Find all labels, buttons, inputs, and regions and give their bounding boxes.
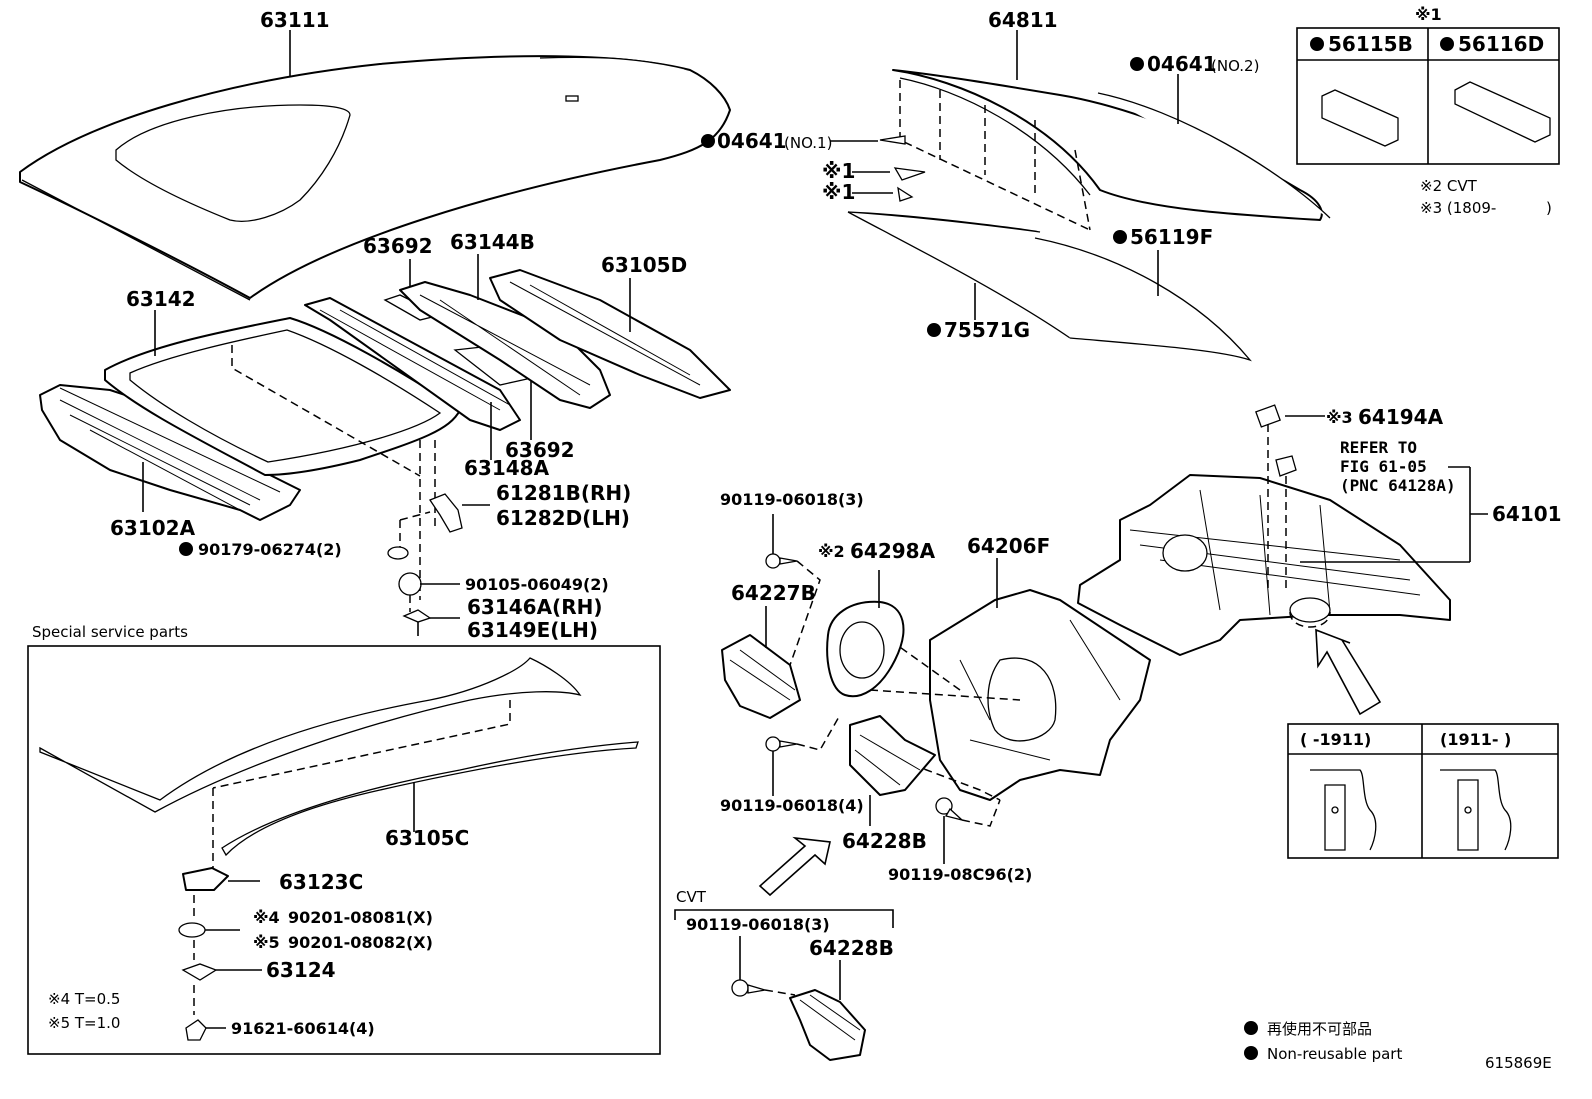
bolt-upper	[765, 514, 798, 569]
label-63149e: 63149E(LH)	[467, 618, 598, 642]
inset-56115b: 56115B	[1328, 32, 1413, 56]
label-cvt-title: CVT	[676, 888, 707, 906]
label-90201-08081: 90201-08081(X)	[288, 908, 433, 927]
label-cvt-90119: 90119-06018(3)	[686, 915, 830, 934]
label-90119-08c96: 90119-08C96(2)	[888, 865, 1032, 884]
label-ssp-title: Special service parts	[32, 623, 188, 641]
label-04641-no2: 04641	[1147, 52, 1217, 76]
label-63692-bot: 63692	[505, 438, 575, 462]
label-64194a: 64194A	[1358, 405, 1444, 429]
label-mark4: ※4	[253, 908, 280, 927]
roof-panel-63111	[19, 30, 731, 301]
label-63105d: 63105D	[601, 253, 687, 277]
label-64101: 64101	[1492, 502, 1562, 526]
label-note5: ※5 T=1.0	[48, 1014, 120, 1032]
bolt-lower	[765, 736, 798, 796]
label-90119-3-top: 90119-06018(3)	[720, 490, 864, 509]
label-64206f: 64206F	[967, 534, 1050, 558]
nonreusable-dot-90179	[179, 542, 193, 556]
label-mark5: ※5	[253, 933, 280, 952]
inset-col-after: (1911- )	[1440, 730, 1511, 749]
legend-jp: 再使用不可部品	[1267, 1020, 1372, 1038]
label-63692-top: 63692	[363, 234, 433, 258]
label-refer-fig: FIG 61-05	[1340, 457, 1427, 476]
label-61282d: 61282D(LH)	[496, 506, 630, 530]
bolt-08c96	[935, 797, 963, 864]
label-61281b: 61281B(RH)	[496, 481, 631, 505]
roof-frames	[39, 254, 731, 600]
inset-versions	[1287, 723, 1559, 859]
note-cvt: ※2 CVT	[1420, 177, 1478, 195]
nonreusable-dot-04641-no2	[1130, 57, 1144, 71]
legend-en: Non-reusable part	[1267, 1045, 1402, 1063]
label-63123c: 63123C	[279, 870, 363, 894]
label-refer-to: REFER TO	[1340, 438, 1417, 457]
label-64298a: 64298A	[850, 539, 936, 563]
label-63111: 63111	[260, 8, 330, 32]
label-63146a: 63146A(RH)	[467, 595, 602, 619]
inset-mark1: ※1	[1415, 5, 1442, 24]
note-3: ※3 (1809-	[1420, 199, 1496, 217]
label-56119f: 56119F	[1130, 225, 1213, 249]
label-90105: 90105-06049(2)	[465, 575, 609, 594]
legend-dot-en	[1244, 1046, 1258, 1060]
label-63102a: 63102A	[110, 516, 196, 540]
inset-56116d: 56116D	[1458, 32, 1544, 56]
label-90119-4: 90119-06018(4)	[720, 796, 864, 815]
cvt-group	[674, 909, 894, 1061]
label-75571g: 75571G	[944, 318, 1030, 342]
label-90201-08082: 90201-08082(X)	[288, 933, 433, 952]
label-63142: 63142	[126, 287, 196, 311]
label-90179: 90179-06274(2)	[198, 540, 342, 559]
note-3-close: )	[1546, 199, 1552, 217]
package-tray-64101	[1077, 404, 1488, 716]
label-04641-no2-suffix: (NO.2)	[1211, 57, 1259, 75]
label-04641-no1: 04641	[717, 129, 787, 153]
label-note4: ※4 T=0.5	[48, 990, 120, 1008]
label-64227b: 64227B	[731, 581, 816, 605]
label-mark2: ※2	[818, 542, 845, 561]
inset-clips	[1296, 27, 1560, 165]
label-63144b: 63144B	[450, 230, 535, 254]
panel-64206f	[869, 558, 1151, 801]
label-64811: 64811	[988, 8, 1058, 32]
label-04641-no1-suffix: (NO.1)	[784, 134, 832, 152]
label-63124: 63124	[266, 958, 336, 982]
legend-dot-jp	[1244, 1021, 1258, 1035]
label-63105c: 63105C	[385, 826, 469, 850]
label-91621: 91621-60614(4)	[231, 1019, 375, 1038]
nonreusable-dot-75571g	[927, 323, 941, 337]
back-glass-64811	[830, 30, 1331, 362]
label-refer-pnc: (PNC 64128A)	[1340, 476, 1456, 495]
label-mark3: ※3	[1326, 408, 1353, 427]
label-63148a: 63148A	[464, 456, 550, 480]
label-cvt-64228b: 64228B	[809, 936, 894, 960]
label-mark1a: ※1	[822, 159, 855, 183]
special-service-box	[27, 645, 661, 1055]
inset-col-before: ( -1911)	[1300, 730, 1371, 749]
label-64228b: 64228B	[842, 829, 927, 853]
brackets	[721, 514, 1001, 897]
retainers	[387, 493, 490, 636]
figure-number: 615869E	[1485, 1054, 1552, 1072]
label-mark1b: ※1	[822, 180, 855, 204]
nonreusable-dot-04641-no1	[701, 134, 715, 148]
nonreusable-dot-56119f	[1113, 230, 1127, 244]
